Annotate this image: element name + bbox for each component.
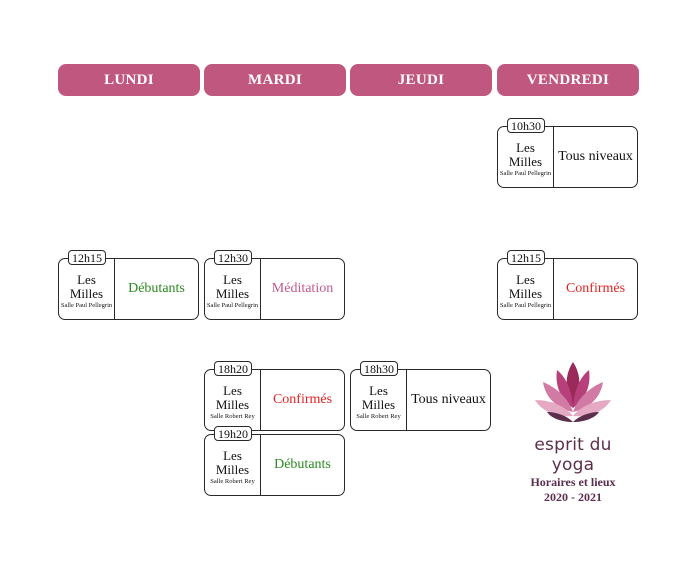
class-time: 18h30 <box>360 361 398 376</box>
class-room: Salle Paul Pellegrin <box>499 169 552 177</box>
class-location: Les Milles Salle Paul Pellegrin <box>498 127 554 187</box>
class-place: Les Milles <box>215 271 250 301</box>
class-place: Les Milles <box>215 382 250 412</box>
class-room: Salle Robert Rey <box>210 412 255 420</box>
class-place: Les Milles <box>508 271 543 301</box>
day-header-vendredi: VENDREDI <box>497 64 639 96</box>
class-level: Tous niveaux <box>411 392 486 407</box>
class-card-jeudi-1830: Les Milles Salle Robert Rey Tous niveaux <box>350 369 491 431</box>
class-level: Méditation <box>271 281 334 296</box>
class-room: Salle Robert Rey <box>210 477 255 485</box>
class-location: Les Milles Salle Paul Pellegrin <box>205 259 261 319</box>
class-location: Les Milles Salle Paul Pellegrin <box>59 259 115 319</box>
class-time: 12h30 <box>214 250 252 265</box>
class-level: Débutants <box>274 457 331 472</box>
brand-season: 2020 - 2021 <box>544 490 602 504</box>
class-card-mardi-1820: Les Milles Salle Robert Rey Confirmés <box>204 369 345 431</box>
class-level: Débutants <box>128 281 185 296</box>
class-place: Les Milles <box>508 139 543 169</box>
class-level: Confirmés <box>565 281 626 296</box>
class-room: Salle Paul Pellegrin <box>60 301 113 309</box>
class-level: Confirmés <box>272 392 333 407</box>
class-place: Les Milles <box>69 271 104 301</box>
class-location: Les Milles Salle Robert Rey <box>205 435 261 495</box>
class-time: 12h15 <box>507 250 545 265</box>
day-header-lundi: LUNDI <box>58 64 200 96</box>
class-card-vendredi-1030: Les Milles Salle Paul Pellegrin Tous niv… <box>497 126 638 188</box>
class-card-lundi-1215: Les Milles Salle Paul Pellegrin Débutant… <box>58 258 199 320</box>
class-place: Les Milles <box>215 447 250 477</box>
day-header-mardi: MARDI <box>204 64 346 96</box>
class-time: 10h30 <box>507 118 545 133</box>
class-time: 18h20 <box>214 361 252 376</box>
class-location: Les Milles Salle Paul Pellegrin <box>498 259 554 319</box>
brand-name: esprit du yoga <box>534 435 612 475</box>
day-header-jeudi: JEUDI <box>350 64 492 96</box>
class-room: Salle Paul Pellegrin <box>499 301 552 309</box>
class-room: Salle Robert Rey <box>356 412 401 420</box>
class-level: Tous niveaux <box>558 149 633 164</box>
brand-block: esprit du yoga Horaires et lieux 2020 - … <box>513 360 633 505</box>
class-card-mardi-1230: Les Milles Salle Paul Pellegrin Méditati… <box>204 258 345 320</box>
class-location: Les Milles Salle Robert Rey <box>205 370 261 430</box>
class-time: 19h20 <box>214 426 252 441</box>
brand-subtitle: Horaires et lieux <box>530 475 616 489</box>
class-place: Les Milles <box>361 382 396 412</box>
class-room: Salle Paul Pellegrin <box>206 301 259 309</box>
class-time: 12h15 <box>68 250 106 265</box>
class-card-vendredi-1215: Les Milles Salle Paul Pellegrin Confirmé… <box>497 258 638 320</box>
lotus-logo-icon <box>535 362 611 422</box>
class-location: Les Milles Salle Robert Rey <box>351 370 407 430</box>
class-card-mardi-1920: Les Milles Salle Robert Rey Débutants <box>204 434 345 496</box>
